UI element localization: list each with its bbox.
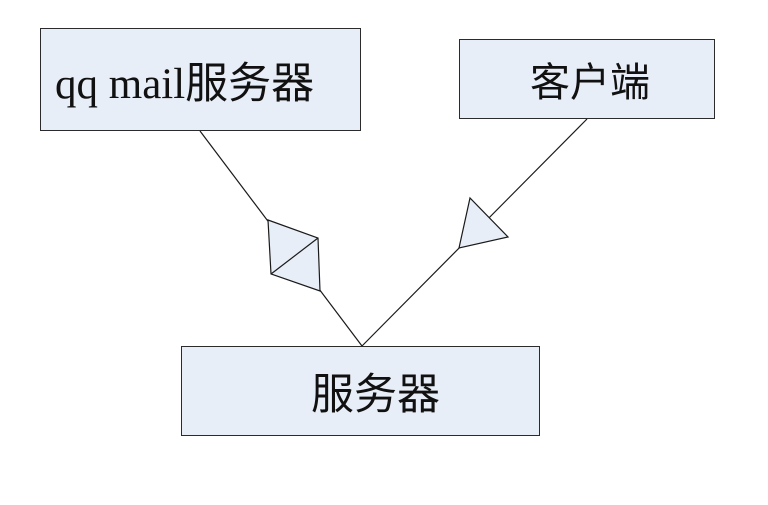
client-label: 客户端 [530,60,650,105]
qq-mail-server-node: qq mail服务器 [40,28,361,131]
triangle-marker [458,196,510,249]
qq-mail-server-label: qq mail服务器 [55,60,315,108]
client-node: 客户端 [459,39,715,119]
server-node: 服务器 [181,346,540,436]
diamond-marker [267,219,321,292]
server-label: 服务器 [311,372,440,419]
